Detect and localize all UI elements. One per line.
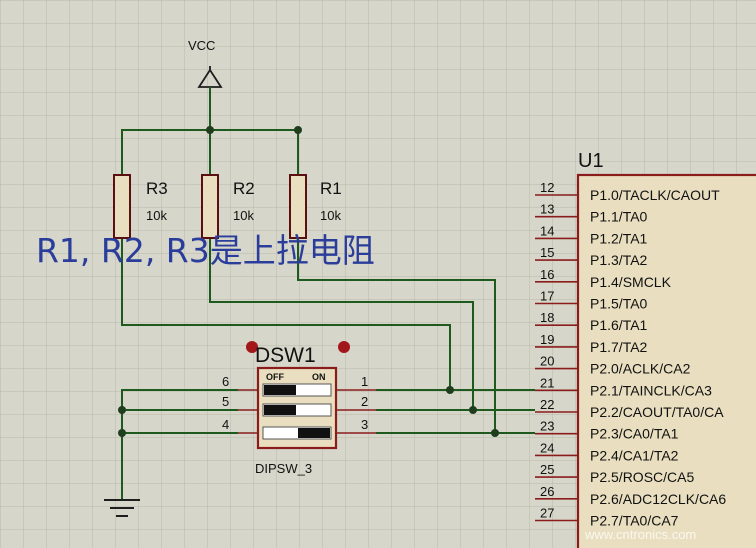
mcu-pin[interactable]: 19 P1.7/TA2: [535, 332, 648, 355]
pullup-annotation: R1, R2, R3是上拉电阻: [36, 231, 375, 270]
mcu-pin-number: 12: [540, 180, 554, 195]
mcu-pin-label: P1.3/TA2: [590, 252, 648, 268]
junctions: [118, 126, 499, 437]
mcu-pin[interactable]: 25 P2.5/ROSC/CA5: [535, 462, 694, 485]
switch-toggle-on[interactable]: [298, 428, 330, 438]
resistor-r1[interactable]: R1 10k: [289, 174, 342, 239]
mcu-pin-number: 16: [540, 267, 554, 282]
mcu-pin-label: P1.6/TA1: [590, 317, 648, 333]
mcu-pin-label: P2.0/ACLK/CA2: [590, 361, 691, 377]
switch-toggle-off[interactable]: [264, 385, 296, 395]
mcu-pin-number: 15: [540, 245, 554, 260]
mcu-pin-label: P2.2/CAOUT/TA0/CA: [590, 404, 724, 420]
junction-dot: [118, 429, 126, 437]
pin-number: 3: [361, 417, 368, 432]
mcu-pin[interactable]: 17 P1.5/TA0: [535, 289, 648, 312]
mcu-pin-number: 21: [540, 375, 554, 390]
junction-dot: [446, 386, 454, 394]
resistor-value: 10k: [320, 208, 341, 223]
mcu-pin-number: 19: [540, 332, 554, 347]
pin-number: 2: [361, 394, 368, 409]
resistor-value: 10k: [233, 208, 254, 223]
mcu-pin-label: P2.5/ROSC/CA5: [590, 469, 694, 485]
on-label: ON: [312, 372, 326, 382]
mcu-pin-label: P1.5/TA0: [590, 296, 648, 312]
mcu-pin-number: 14: [540, 223, 554, 238]
mcu-pin-number: 27: [540, 506, 554, 521]
mcu-pin-label: P1.2/TA1: [590, 230, 648, 246]
resistor-value: 10k: [146, 208, 167, 223]
resistor-name: R3: [146, 179, 168, 198]
mcu-pin-label: P1.7/TA2: [590, 339, 648, 355]
mcu-u1[interactable]: U1 12 P1.0/TACLK/CAOUT 13 P1.1/TA0 14 P1.2/TA…: [535, 150, 756, 548]
mcu-pin[interactable]: 26 P2.6/ADC12CLK/CA6: [535, 484, 726, 507]
dip-switch-dsw1[interactable]: DSW1 OFF ON 6 5 4 1 2 3 DIPSW_3: [222, 341, 376, 476]
junction-dot: [469, 406, 477, 414]
off-label: OFF: [266, 372, 284, 382]
mcu-pin[interactable]: 14 P1.2/TA1: [535, 223, 648, 246]
mcu-pin-number: 24: [540, 440, 554, 455]
mcu-body: [576, 173, 756, 548]
mcu-name: U1: [578, 150, 604, 172]
wires: [121, 87, 535, 500]
mcu-pin-label: P1.0/TACLK/CAOUT: [590, 187, 720, 203]
mcu-pin[interactable]: 15 P1.3/TA2: [535, 245, 648, 268]
pin-number: 6: [222, 374, 229, 389]
watermark: www.cntronics.com: [584, 527, 696, 542]
resistor-r2[interactable]: R2 10k: [201, 174, 255, 239]
mcu-pin-number: 22: [540, 397, 554, 412]
switch-part: DIPSW_3: [255, 461, 312, 476]
mcu-pin-label: P1.1/TA0: [590, 209, 648, 225]
mcu-pin[interactable]: 16 P1.4/SMCLK: [535, 267, 672, 290]
mcu-pin[interactable]: 22 P2.2/CAOUT/TA0/CA: [535, 397, 724, 420]
mcu-pin[interactable]: 13 P1.1/TA0: [535, 202, 648, 225]
junction-dot: [491, 429, 499, 437]
resistor-name: R2: [233, 179, 255, 198]
mcu-pin-number: 25: [540, 462, 554, 477]
mcu-pin-label: P2.3/CA0/TA1: [590, 426, 679, 442]
junction-dot: [294, 126, 302, 134]
mcu-pin-label: P1.4/SMCLK: [590, 274, 672, 290]
ground-symbol: [104, 499, 140, 517]
mcu-pin[interactable]: 24 P2.4/CA1/TA2: [535, 440, 679, 463]
mcu-pin[interactable]: 20 P2.0/ACLK/CA2: [535, 354, 691, 377]
switch-name: DSW1: [255, 344, 316, 367]
switch-toggle-off[interactable]: [264, 405, 296, 415]
mcu-pin-label: P2.7/TA0/CA7: [590, 513, 679, 529]
mcu-pin-label: P2.6/ADC12CLK/CA6: [590, 491, 726, 507]
mcu-pin-label: P2.1/TAINCLK/CA3: [590, 382, 712, 398]
mcu-pin[interactable]: 18 P1.6/TA1: [535, 310, 648, 333]
indicator-dot: [338, 341, 350, 353]
mcu-pin-number: 17: [540, 289, 554, 304]
mcu-pin[interactable]: 23 P2.3/CA0/TA1: [535, 419, 679, 442]
mcu-pin-number: 18: [540, 310, 554, 325]
mcu-pin[interactable]: 21 P2.1/TAINCLK/CA3: [535, 375, 712, 398]
mcu-pin-label: P2.4/CA1/TA2: [590, 447, 679, 463]
indicator-dot: [246, 341, 258, 353]
resistor-r3[interactable]: R3 10k: [113, 174, 168, 239]
mcu-pin[interactable]: 27 P2.7/TA0/CA7: [535, 506, 679, 529]
resistor-name: R1: [320, 179, 342, 198]
junction-dot: [206, 126, 214, 134]
mcu-pin[interactable]: 12 P1.0/TACLK/CAOUT: [535, 180, 720, 203]
mcu-pin-number: 20: [540, 354, 554, 369]
junction-dot: [118, 406, 126, 414]
pin-number: 4: [222, 417, 229, 432]
pin-number: 1: [361, 374, 368, 389]
mcu-pin-number: 23: [540, 419, 554, 434]
mcu-pin-number: 13: [540, 202, 554, 217]
vcc-label: VCC: [188, 38, 215, 53]
pin-number: 5: [222, 394, 229, 409]
mcu-pin-number: 26: [540, 484, 554, 499]
